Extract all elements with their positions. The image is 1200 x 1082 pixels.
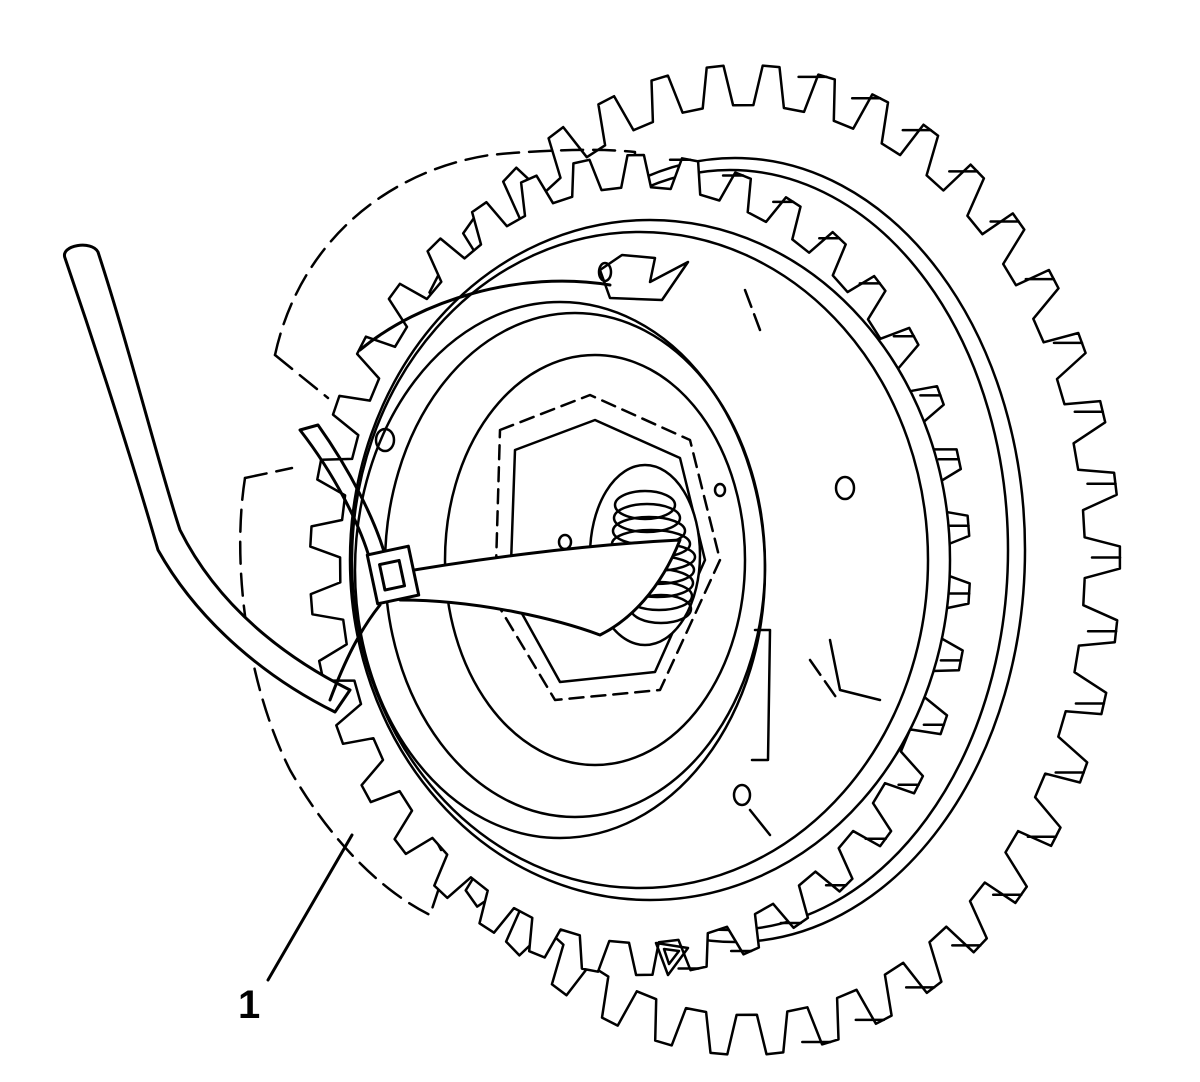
hub-hex-dashed: [493, 393, 722, 702]
hub-thread-ring: [613, 489, 677, 521]
phaser-housing-rim: [350, 230, 930, 890]
phaser-housing-lug-top: [598, 253, 690, 302]
zip-tie-strap: [383, 538, 682, 637]
zip-tie-head-slot: [378, 558, 407, 592]
timing-mark-triangle-icon: [654, 941, 690, 977]
callout-1-leader-line: [266, 833, 354, 982]
cover-plate-recess: [443, 353, 747, 767]
zip-tie-wrap-around: [328, 279, 612, 702]
phaser-housing-slot-right: [748, 638, 882, 837]
phaser-dowel-top-icon: [597, 261, 613, 283]
cover-plate-tab: [750, 628, 772, 762]
inner-sprocket-teeth-depth: [668, 158, 971, 970]
phantom-outline-top: [273, 148, 637, 357]
zip-tie: [63, 243, 682, 714]
hub-thread-ring: [612, 502, 682, 534]
phantom-outline-left: [239, 476, 447, 917]
hub-pin-right-icon: [713, 482, 727, 498]
timing-mark-triangle-inner: [662, 947, 681, 966]
dowel-pin-right-icon: [834, 475, 856, 501]
outer-sprocket-teeth-depth: [797, 75, 1122, 1044]
zip-tie-tail: [63, 243, 352, 714]
dowel-pin-left-icon: [374, 427, 396, 453]
callout-1-label: 1: [238, 983, 260, 1027]
phantom-outline-notch: [243, 353, 330, 480]
phaser-housing-segment-right: [743, 288, 840, 702]
dowel-pin-bottom-icon: [732, 783, 752, 807]
zip-tie-head: [365, 544, 421, 606]
